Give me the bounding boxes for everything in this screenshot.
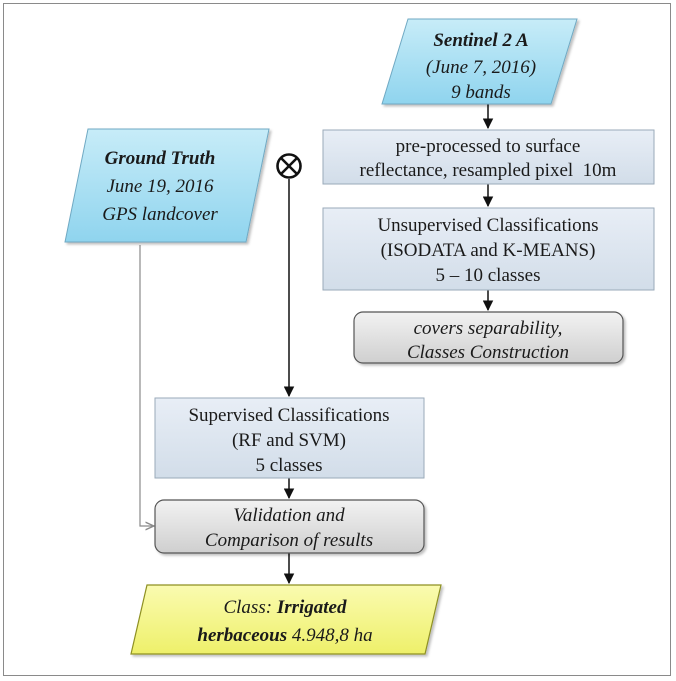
ground-truth-title: Ground Truth [105,148,216,169]
unsupervised-node: Unsupervised Classifications (ISODATA an… [322,207,655,291]
validation-line2: Comparison of results [205,530,373,551]
connectors [139,104,494,585]
unsupervised-line3: 5 – 10 classes [435,265,540,286]
sentinel-title: Sentinel 2 A [433,30,528,51]
ground-truth-date: June 19, 2016 [106,176,214,197]
separability-node: covers separability, Classes Constructio… [353,311,624,364]
separability-line2: Classes Construction [407,342,569,363]
sentinel-bands: 9 bands [451,82,511,103]
unsupervised-line2: (ISODATA and K-MEANS) [381,240,596,261]
result-line2: herbaceous 4.948,8 ha [197,625,372,646]
combine-symbol-icon [276,153,302,179]
ground-truth-source: GPS landcover [102,204,218,225]
unsupervised-line1: Unsupervised Classifications [377,215,598,236]
supervised-node: Supervised Classifications (RF and SVM) … [154,397,425,479]
separability-line1: covers separability, [414,318,563,339]
sentinel-node: Sentinel 2 A (June 7, 2016) 9 bands [381,18,578,105]
result-node: Class: Irrigated herbaceous 4.948,8 ha [130,584,442,655]
validation-node: Validation and Comparison of results [154,499,425,554]
supervised-line3: 5 classes [255,455,322,476]
supervised-line1: Supervised Classifications [188,405,389,426]
supervised-line2: (RF and SVM) [232,430,346,451]
validation-line1: Validation and [233,505,345,526]
arrow-groundtruth-to-validation [139,245,154,526]
result-line1: Class: Irrigated [223,597,347,618]
preprocess-line2: reflectance, resampled pixel 10m [360,160,617,181]
ground-truth-node: Ground Truth June 19, 2016 GPS landcover [64,128,270,243]
sentinel-date: (June 7, 2016) [426,57,536,78]
preprocess-line1: pre-processed to surface [396,136,581,157]
preprocess-node: pre-processed to surface reflectance, re… [322,129,655,185]
